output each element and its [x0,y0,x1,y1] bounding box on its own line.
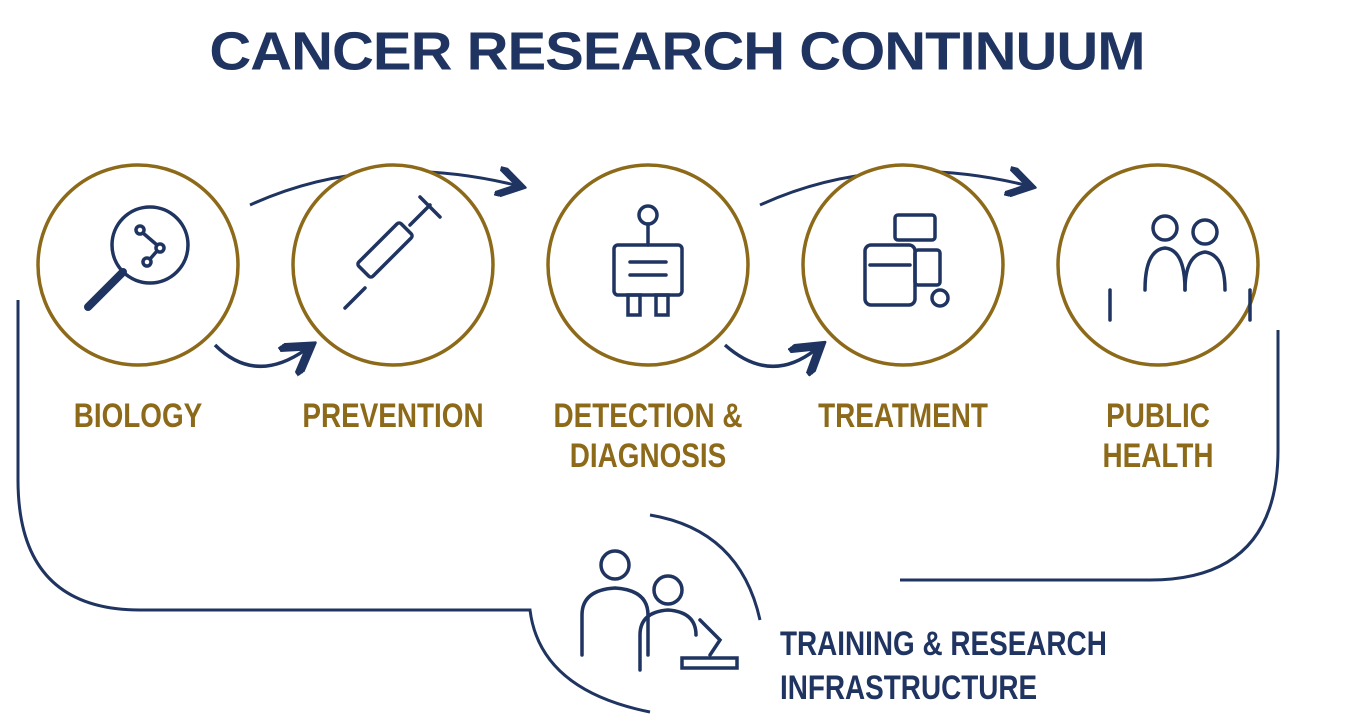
researchers-microscope-icon [580,549,739,672]
medication-icon [863,213,950,308]
stage-circle-public-health [1056,163,1260,367]
page-title: CANCER RESEARCH CONTINUUM [209,21,1145,82]
connector-arrow-2 [213,345,305,366]
feedback-loop-line [16,300,1280,714]
stage-label-treatment: TREATMENT [818,397,988,435]
stage-label-public-health: PUBLIC HEALTH [1102,397,1214,475]
infrastructure-label: TRAINING & RESEARCH INFRASTRUCTURE [780,625,1107,707]
stage-circle-detection [546,163,750,367]
bottom-arc [649,513,762,621]
syringe-icon [343,195,442,310]
scanner-icon [612,204,684,317]
stage-label-prevention: PREVENTION [302,397,484,435]
stage-label-detection: DETECTION & DIAGNOSIS [553,397,743,475]
community-icon [1108,214,1252,322]
stage-circle-prevention [291,163,495,367]
stage-label-biology: BIOLOGY [73,397,203,435]
stage-circle-biology [36,163,240,367]
magnifier-molecule-icon [84,205,190,311]
connector-arrow-4 [723,345,815,366]
